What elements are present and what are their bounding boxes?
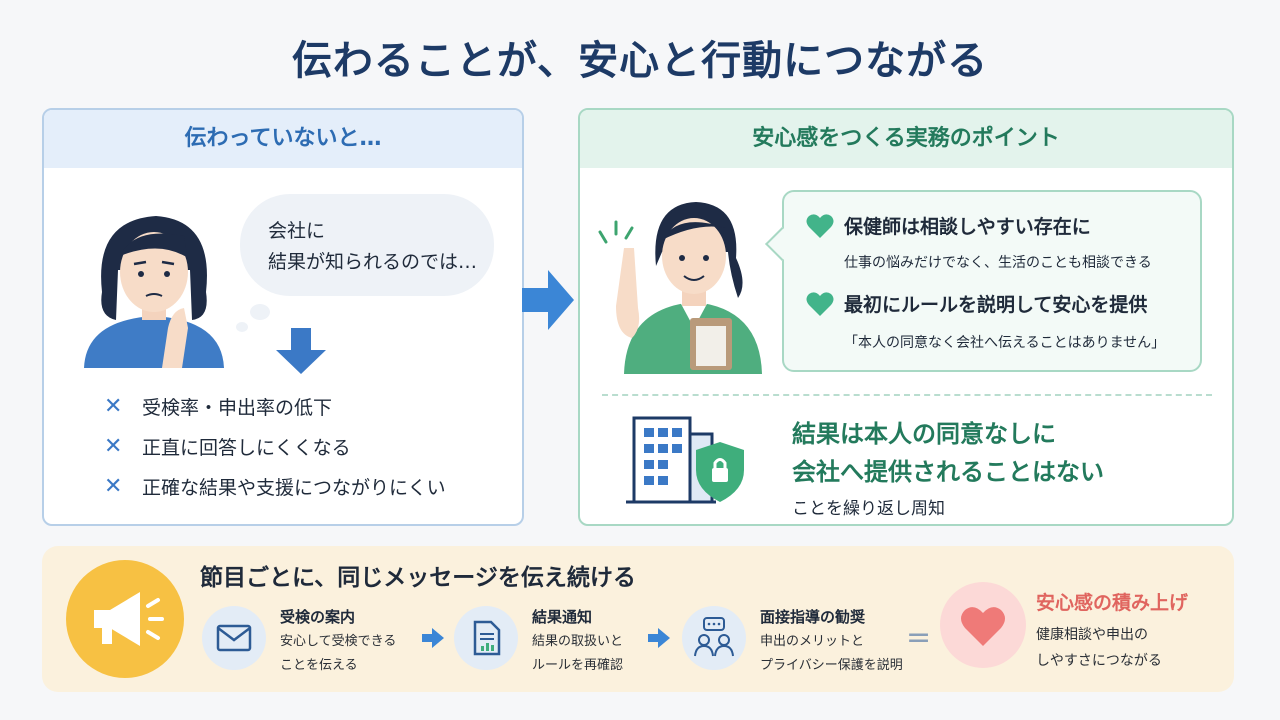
message-band: 節目ごとに、同じメッセージを伝え続ける 受検の案内 安心して受検できる ことを伝… bbox=[42, 546, 1234, 692]
list-item: ✕ 正直に回答しにくくなる bbox=[104, 426, 446, 466]
consent-message-line-2: 会社へ提供されることはない bbox=[792, 458, 1104, 486]
x-mark-icon: ✕ bbox=[104, 393, 123, 419]
step-title: 結果通知 bbox=[532, 608, 593, 626]
list-item: ✕ 正確な結果や支援につながりにくい bbox=[104, 466, 446, 506]
heart-icon bbox=[806, 213, 834, 238]
step-icon-circle bbox=[454, 606, 518, 670]
page-title: 伝わることが、安心と行動につながる bbox=[291, 38, 989, 84]
right-arrow-icon bbox=[522, 270, 574, 330]
result-title: 安心感の積み上げ bbox=[1036, 592, 1189, 614]
result-description: 健康相談や申出の しやすさにつながる bbox=[1036, 627, 1162, 669]
step-title: 受検の案内 bbox=[280, 608, 356, 626]
left-panel: 伝わっていないと… 会社に 結果が知られるのでは… ✕ 受検率・申出率の低下 ✕… bbox=[42, 108, 524, 526]
thought-line-1: 会社に bbox=[268, 220, 326, 242]
report-icon bbox=[473, 620, 501, 656]
step-arrow-icon bbox=[648, 628, 670, 648]
step-arrow-icon bbox=[422, 628, 444, 648]
step-icon-circle bbox=[202, 606, 266, 670]
right-panel-heading: 安心感をつくる実務のポイント bbox=[580, 110, 1232, 168]
building-shield-icon bbox=[626, 416, 744, 504]
consequence-text: 正直に回答しにくくなる bbox=[142, 436, 351, 459]
heart-icon bbox=[806, 291, 834, 316]
thought-line-2: 結果が知られるのでは… bbox=[268, 251, 478, 273]
worry-thought-bubble: 会社に 結果が知られるのでは… bbox=[236, 194, 494, 332]
step-icon-circle bbox=[682, 606, 746, 670]
down-arrow-icon bbox=[276, 328, 326, 374]
point-subtext: 仕事の悩みだけでなく、生活のことも相談できる bbox=[844, 255, 1152, 271]
step-description: 申出のメリットと プライバシー保護を説明 bbox=[760, 634, 903, 673]
point-item: 保健師は相談しやすい存在に bbox=[806, 212, 1091, 239]
points-speech-box: 保健師は相談しやすい存在に 仕事の悩みだけでなく、生活のことも相談できる 最初に… bbox=[765, 190, 1202, 372]
point-title: 保健師は相談しやすい存在に bbox=[844, 216, 1091, 238]
consent-message-line-3: ことを繰り返し周知 bbox=[792, 499, 945, 519]
step-title: 面接指導の勧奨 bbox=[760, 608, 866, 626]
band-heading: 節目ごとに、同じメッセージを伝え続ける bbox=[200, 565, 636, 591]
consultation-icon bbox=[694, 617, 734, 657]
list-item: ✕ 受検率・申出率の低下 bbox=[104, 386, 446, 426]
consequence-text: 受検率・申出率の低下 bbox=[142, 396, 333, 419]
point-title: 最初にルールを説明して安心を提供 bbox=[844, 294, 1148, 316]
left-panel-heading: 伝わっていないと… bbox=[44, 110, 522, 168]
consequence-text: 正確な結果や支援につながりにくい bbox=[142, 476, 446, 499]
consent-message-line-1: 結果は本人の同意なしに bbox=[792, 420, 1056, 448]
step-description: 結果の取扱いと ルールを再確認 bbox=[532, 634, 624, 673]
result-icon-circle bbox=[940, 582, 1026, 668]
x-mark-icon: ✕ bbox=[104, 473, 123, 499]
x-mark-icon: ✕ bbox=[104, 433, 123, 459]
health-nurse-illustration bbox=[598, 202, 762, 374]
heart-icon bbox=[961, 607, 1005, 646]
megaphone-icon bbox=[66, 560, 184, 678]
point-item: 最初にルールを説明して安心を提供 bbox=[806, 290, 1147, 317]
step-description: 安心して受検できる ことを伝える bbox=[280, 634, 397, 673]
consequence-list: ✕ 受検率・申出率の低下 ✕ 正直に回答しにくくなる ✕ 正確な結果や支援につな… bbox=[104, 386, 446, 506]
worried-person-illustration bbox=[84, 216, 224, 368]
point-subtext: 「本人の同意なく会社へ伝えることはありません」 bbox=[844, 335, 1166, 351]
right-panel: 安心感をつくる実務のポイント 保健師は相談しやすい存在に 仕事の悩みだけでなく、… bbox=[578, 108, 1234, 526]
envelope-icon bbox=[216, 624, 252, 652]
equals-sign: = bbox=[906, 620, 932, 655]
divider bbox=[602, 394, 1212, 396]
